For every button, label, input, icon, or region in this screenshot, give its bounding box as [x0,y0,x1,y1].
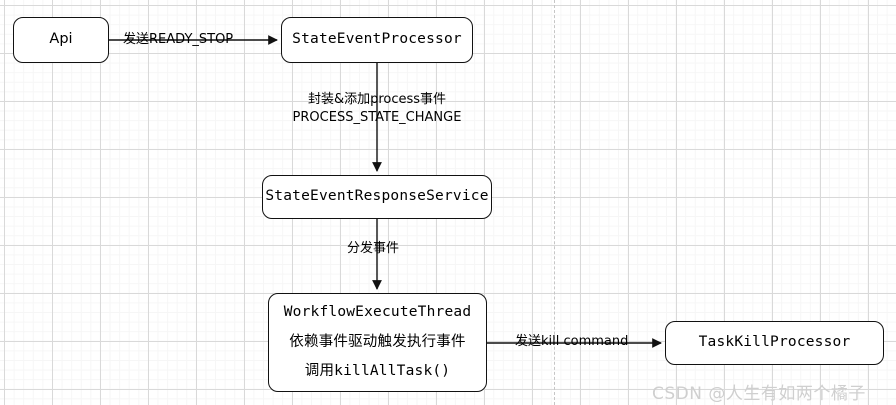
edge-label-process-state-change-line2: PROCESS_STATE_CHANGE [292,109,462,125]
edge-label-send-ready-stop: 发送READY_STOP [123,31,233,49]
node-state-event-response-service[interactable]: StateEventResponseService [262,175,492,219]
node-workflow-execute-thread-method: 调用killAllTask() [304,363,451,380]
node-task-kill-processor[interactable]: TaskKillProcessor [665,321,884,365]
edge-label-send-kill-command: 发送kill command [515,333,628,351]
node-workflow-execute-thread[interactable]: WorkflowExecuteThread 依赖事件驱动触发执行事件 调用kil… [268,293,487,392]
edge-label-process-state-change: 封装&添加process事件 PROCESS_STATE_CHANGE [282,91,472,126]
edge-label-send-kill-command-line1: 发送kill command [515,334,629,349]
node-workflow-execute-thread-title: WorkflowExecuteThread [283,303,472,320]
node-state-event-response-service-label: StateEventResponseService [265,188,489,205]
edge-label-send-ready-stop-line1: 发送READY_STOP [123,32,234,47]
edge-label-dispatch-event: 分发事件 [347,240,399,258]
csdn-watermark: CSDN @人生有如两个橘子 [652,384,866,404]
node-state-event-processor[interactable]: StateEventProcessor [281,17,473,63]
page-break-divider [554,0,555,405]
node-task-kill-processor-label: TaskKillProcessor [698,334,851,351]
node-workflow-execute-thread-detail: 依赖事件驱动触发执行事件 [289,333,466,350]
node-api-label: Api [49,31,73,48]
edge-label-dispatch-event-line1: 分发事件 [347,241,400,256]
node-api[interactable]: Api [13,17,109,63]
edge-label-process-state-change-line1: 封装&添加process事件 [307,92,447,107]
node-state-event-processor-label: StateEventProcessor [292,31,462,48]
